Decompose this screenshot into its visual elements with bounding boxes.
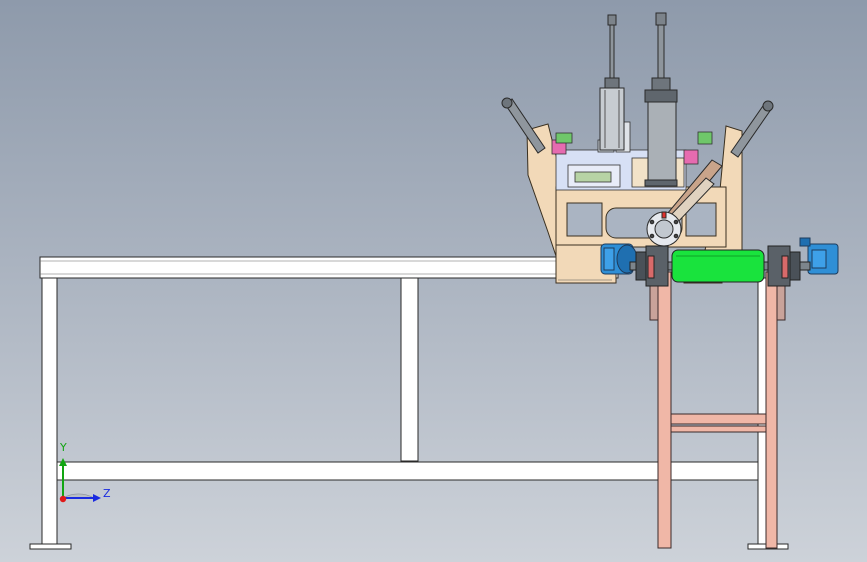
origin-point: [59, 495, 67, 503]
left-collar: [635, 251, 647, 281]
roller-assembly[interactable]: [629, 245, 811, 287]
stand-lower-crossbar: [670, 425, 767, 433]
main-table-frame[interactable]: [29, 256, 789, 550]
left-angled-cylinder[interactable]: [501, 97, 546, 154]
axis-z-label: Z: [103, 487, 111, 500]
right-drive-motor[interactable]: [799, 237, 839, 275]
upper-component-panel[interactable]: [551, 121, 713, 191]
right-collar: [789, 251, 801, 281]
table-middle-post: [400, 277, 419, 462]
table-left-foot: [29, 543, 72, 550]
table-top-rail: [39, 256, 619, 279]
left-vertical-cylinder[interactable]: [599, 14, 625, 151]
roller-stand[interactable]: [649, 271, 786, 549]
table-left-leg: [41, 277, 58, 546]
stand-right-leg: [765, 271, 778, 549]
rotary-flange[interactable]: [646, 211, 682, 247]
left-red-clamp: [647, 255, 655, 279]
center-frame-window-left: [566, 202, 603, 237]
axis-y-label: Y: [60, 441, 67, 454]
right-red-clamp: [781, 255, 789, 279]
green-part-left: [555, 132, 573, 144]
green-part-right: [697, 131, 713, 145]
right-vertical-cylinder[interactable]: [644, 12, 678, 187]
coordinate-triad: [59, 458, 101, 503]
clamp-block: [574, 171, 612, 183]
stand-upper-crossbar: [670, 413, 767, 425]
stand-left-leg: [657, 271, 672, 549]
green-roller: [671, 249, 765, 283]
table-bottom-rail: [56, 461, 760, 481]
pink-part-right: [683, 149, 699, 165]
right-angled-cylinder[interactable]: [730, 100, 774, 158]
